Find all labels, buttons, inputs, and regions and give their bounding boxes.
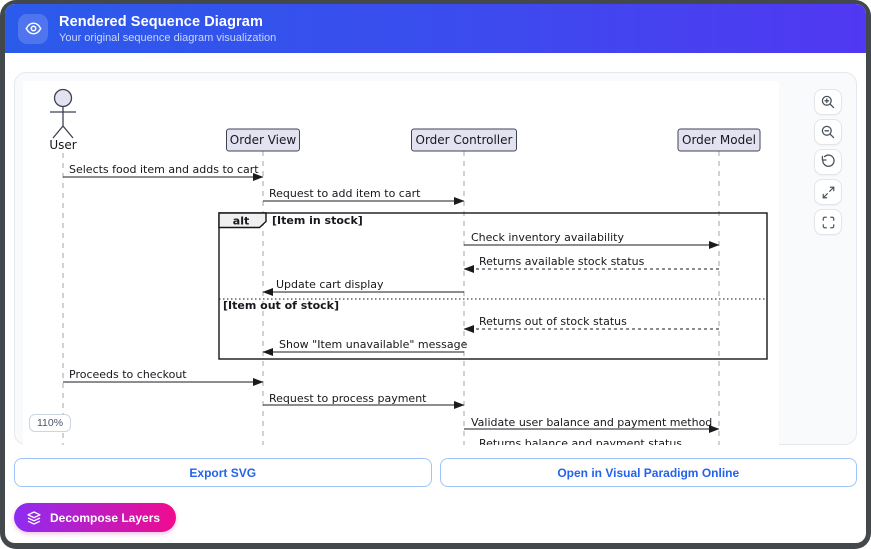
app-panel: Rendered Sequence Diagram Your original …	[5, 4, 866, 543]
message-label: Selects food item and adds to cart	[69, 163, 259, 176]
message-label: Proceeds to checkout	[69, 368, 187, 381]
header-titles: Rendered Sequence Diagram Your original …	[59, 14, 276, 44]
zoom-out-icon	[821, 125, 835, 139]
message-label: Show "Item unavailable" message	[279, 338, 468, 351]
actor-label: User	[49, 138, 76, 152]
page-title: Rendered Sequence Diagram	[59, 13, 263, 30]
message-label: Request to process payment	[269, 392, 427, 405]
diagram-viewer-card: User Order View Order Controller Order M…	[14, 72, 857, 445]
fragment-operator: alt	[233, 215, 249, 228]
reset-view-button[interactable]	[814, 149, 842, 175]
message-label: Returns balance and payment status	[479, 437, 682, 445]
participant-order-controller: Order Controller	[411, 128, 517, 152]
fit-to-screen-icon	[822, 216, 834, 228]
zoom-in-icon	[821, 95, 835, 109]
svg-text:Order View: Order View	[230, 133, 297, 147]
zoom-in-button[interactable]	[814, 89, 842, 115]
sequence-diagram-canvas[interactable]: User Order View Order Controller Order M…	[23, 81, 779, 445]
message-label: Check inventory availability	[471, 231, 624, 244]
actor-user	[50, 88, 76, 139]
message-label: Validate user balance and payment method	[471, 416, 712, 429]
fragment-guard-in-stock: [Item in stock]	[272, 214, 363, 227]
expand-button[interactable]	[814, 179, 842, 205]
layers-icon	[27, 510, 41, 525]
zoom-out-button[interactable]	[814, 119, 842, 145]
message-label: Returns available stock status	[479, 255, 645, 268]
decompose-layers-button[interactable]: Decompose Layers	[14, 503, 177, 532]
eye-icon	[18, 13, 48, 44]
fragment-guard-out-of-stock: [Item out of stock]	[223, 299, 339, 312]
svg-text:Order Model: Order Model	[682, 133, 756, 147]
zoom-level-badge: 110%	[29, 414, 72, 432]
message-label: Returns out of stock status	[479, 315, 627, 328]
expand-icon	[822, 186, 834, 198]
participant-order-view: Order View	[226, 128, 300, 152]
message-label: Update cart display	[276, 278, 384, 291]
decompose-layers-label: Decompose Layers	[50, 510, 161, 525]
export-svg-button[interactable]: Export SVG	[14, 458, 432, 487]
open-visual-paradigm-button[interactable]: Open in Visual Paradigm Online	[439, 458, 857, 487]
page-subtitle: Your original sequence diagram visualiza…	[59, 31, 277, 44]
footer-actions: Export SVG Open in Visual Paradigm Onlin…	[14, 458, 857, 487]
participant-order-model: Order Model	[677, 128, 761, 152]
alt-fragment-frame: alt [Item in stock] [Item out of stock]	[218, 212, 768, 360]
panel-header: Rendered Sequence Diagram Your original …	[5, 4, 866, 53]
viewer-controls	[814, 89, 842, 235]
message-label: Request to add item to cart	[269, 187, 421, 200]
reset-view-icon	[821, 154, 835, 167]
fit-to-screen-button[interactable]	[814, 209, 842, 235]
svg-text:Order Controller: Order Controller	[416, 133, 513, 147]
